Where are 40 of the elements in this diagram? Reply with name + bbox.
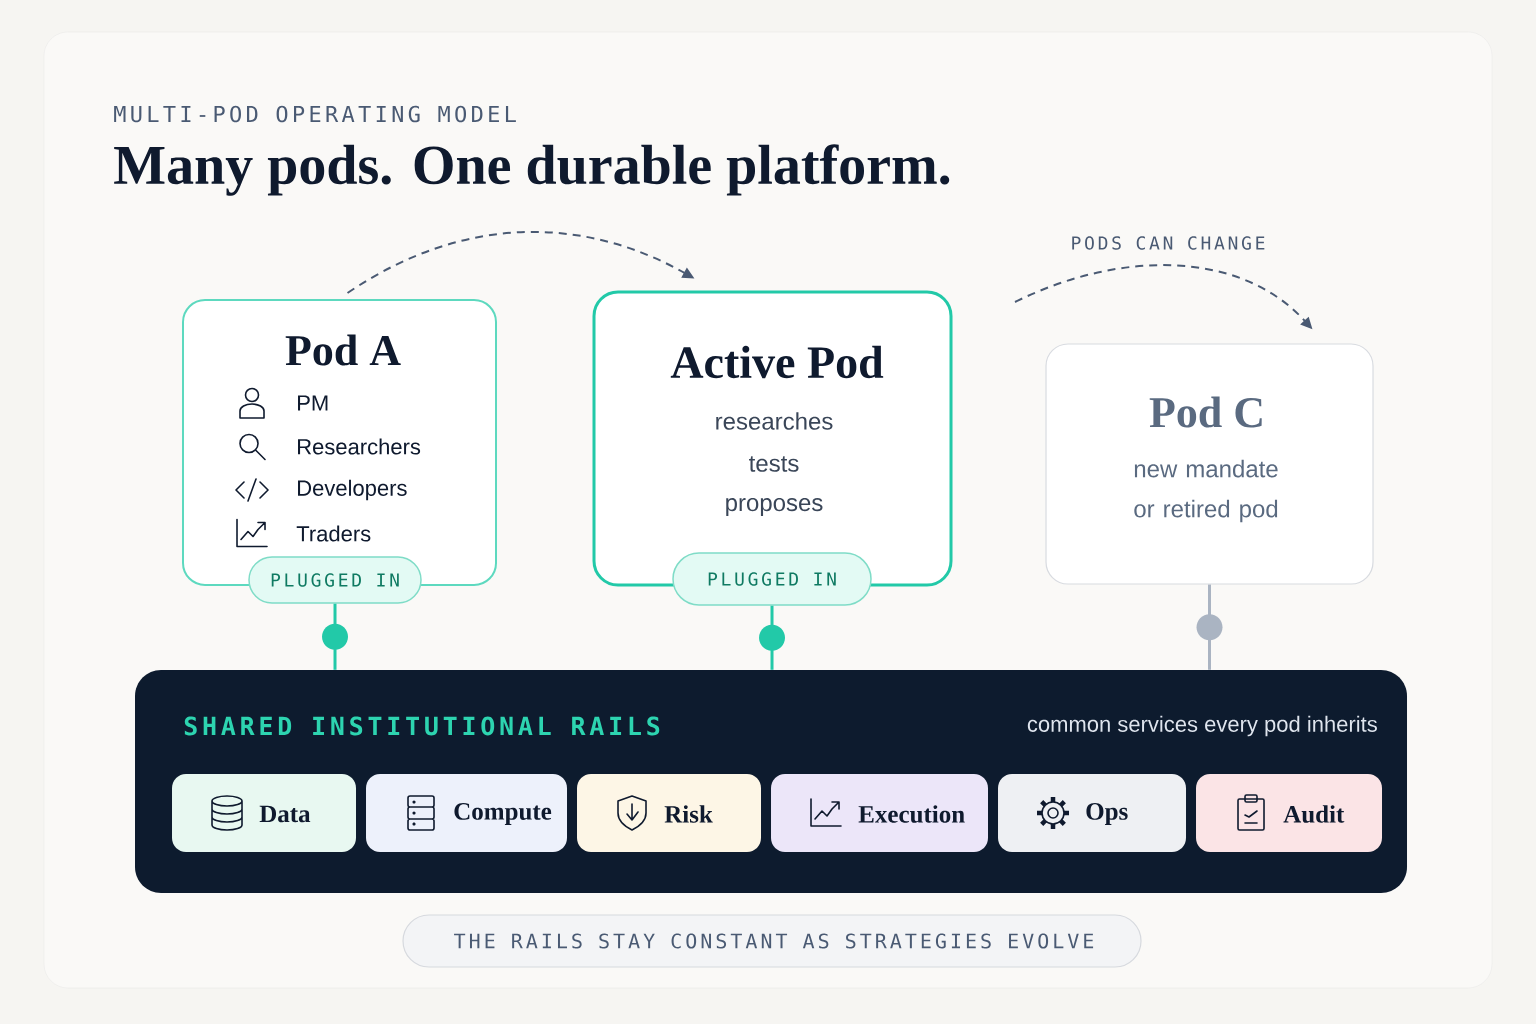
- tile-label: Audit: [1283, 805, 1345, 823]
- status-badge: [248, 556, 422, 604]
- pod-title: Pod A: [285, 334, 401, 366]
- tile-label: Data: [259, 805, 311, 823]
- tile-label: Execution: [858, 805, 965, 823]
- tile-label: Compute: [454, 803, 552, 825]
- pod-card: [182, 299, 497, 586]
- item-label: Researchers: [298, 438, 421, 455]
- pod-description: new mandate or retired pod: [1134, 459, 1278, 523]
- tile-label: Risk: [664, 805, 713, 823]
- item-label: Developers: [298, 479, 407, 501]
- connector-line: [759, 605, 785, 670]
- item-label: PM: [298, 395, 328, 411]
- pod-title: Active Pod: [670, 345, 884, 379]
- connector-line: [1196, 584, 1223, 670]
- service-tile: [998, 774, 1186, 852]
- footer-note: THE RAILS STAY CONSTANT AS STRATEGIES EVOLVE: [454, 933, 1094, 949]
- title: Many pods. One durable platform.: [114, 144, 950, 196]
- tile-label: Ops: [1086, 803, 1128, 825]
- service-tile: [366, 774, 567, 852]
- activity-label: proposes: [726, 498, 823, 516]
- pod-title: Pod C: [1149, 396, 1262, 428]
- service-tile: [771, 774, 988, 852]
- badge-label: PLUGGED IN: [708, 572, 836, 586]
- pod-card: [592, 290, 953, 587]
- pod-card: [1045, 343, 1374, 585]
- edge-label: PODS CAN CHANGE: [1072, 236, 1265, 250]
- service-tile: [577, 774, 761, 852]
- service-tile: [1196, 774, 1382, 852]
- panel-heading: SHARED INSTITUTIONAL RAILS: [184, 716, 660, 736]
- eyebrow-label: MULTI-POD OPERATING MODEL: [114, 105, 516, 123]
- footer-pill: [402, 914, 1142, 968]
- activity-label: tests: [749, 456, 799, 472]
- badge-label: PLUGGED IN: [271, 573, 399, 587]
- service-tile: [172, 774, 356, 852]
- connector-line: [322, 603, 348, 670]
- status-badge: [672, 552, 872, 606]
- item-label: Traders: [296, 525, 371, 542]
- activity-label: researches: [716, 412, 833, 430]
- panel-subtitle: common services every pod inherits: [1027, 715, 1377, 737]
